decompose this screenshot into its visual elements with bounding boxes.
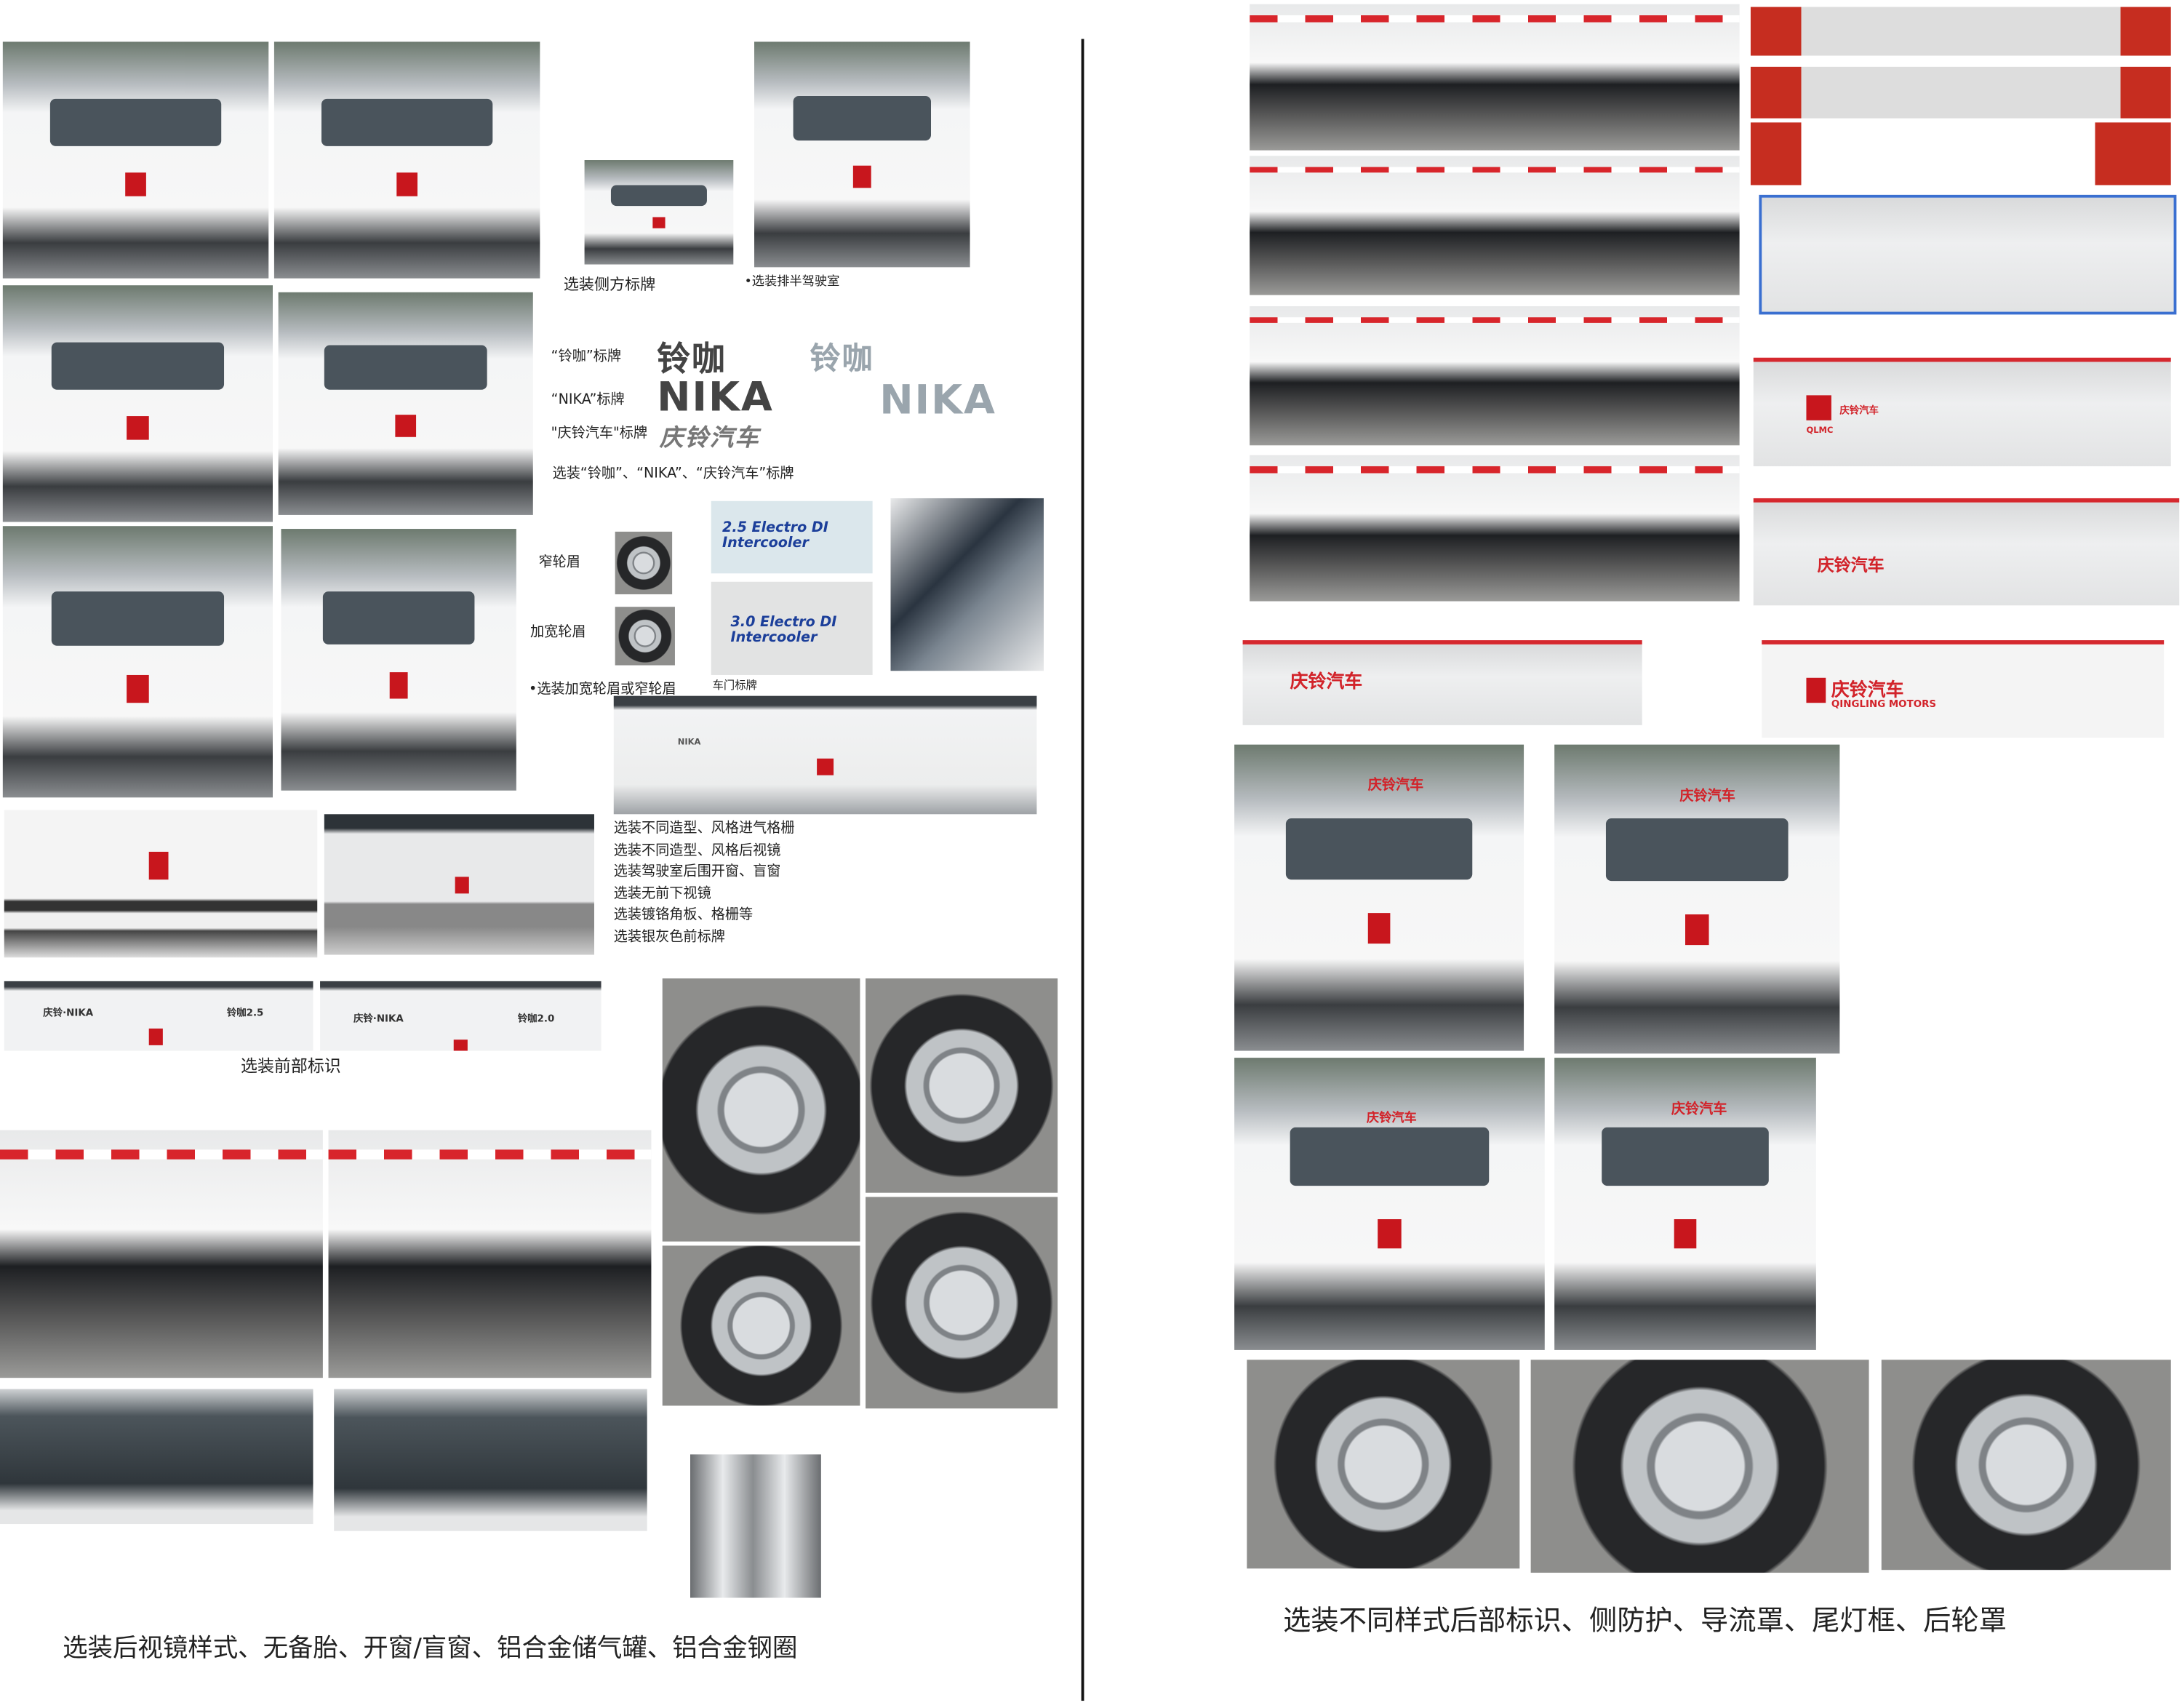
badge-text: 铃咖2.0 xyxy=(517,1013,555,1025)
rear-wheel-cover-photo xyxy=(1881,1360,2171,1571)
truck-front-photo xyxy=(2,526,273,798)
option-item: 选装无前下视镜 xyxy=(613,885,711,901)
option-item: 选装镀铬角板、格栅等 xyxy=(613,907,754,923)
lingka-badge-label: “铃咖”标牌 xyxy=(551,349,622,365)
rear-side-guard-photo xyxy=(1250,156,1740,295)
wheel-photo xyxy=(662,1245,860,1406)
nika-badge-label: “NIKA”标牌 xyxy=(551,392,625,408)
qingling-badge-label: "庆铃汽车"标牌 xyxy=(551,426,648,442)
wide-fender-label: 加宽轮眉 xyxy=(529,625,586,641)
side-guard-photo xyxy=(328,1130,652,1378)
front-emblem xyxy=(148,1028,163,1045)
badge-options-caption: 选装“铃咖”、“NIKA”、“庆铃汽车”标牌 xyxy=(552,466,794,482)
panel-brand-text: 庆铃汽车 xyxy=(1839,404,1879,417)
panel-brand-text: 庆铃汽车 xyxy=(1290,672,1363,693)
intercooler-25-badge-photo: 2.5 Electro DI Intercooler xyxy=(711,500,873,574)
wheel-photo xyxy=(866,978,1058,1193)
box-side-badge-photo: 庆铃汽车 xyxy=(1753,498,2180,606)
intercooler-30-text: 3.0 Electro DI Intercooler xyxy=(730,615,837,646)
roof-brand-text: 庆铃汽车 xyxy=(1367,778,1424,794)
truck-front-photo xyxy=(2,41,269,279)
front-closeup-photo xyxy=(4,810,318,958)
rear-wheel-cover-photo xyxy=(1530,1360,1869,1573)
rear-window-photo xyxy=(334,1389,647,1531)
truck-front-photo xyxy=(273,41,540,279)
badge-text: 庆铃·NIKA xyxy=(353,1013,404,1025)
column-divider xyxy=(1081,39,1084,1701)
box-rear-door-photo xyxy=(1759,194,2177,315)
tail-light-frame-photo xyxy=(1750,7,2171,56)
front-emblem xyxy=(817,758,834,775)
qingling-emblem xyxy=(1806,677,1826,703)
rear-window-photo xyxy=(0,1389,313,1525)
panel-brand-text: 庆铃汽车 xyxy=(1817,555,1885,575)
badge-text: 铃咖2.5 xyxy=(226,1007,264,1019)
panel-brand-text: 庆铃汽车 xyxy=(1831,680,1904,702)
half-row-cab-photo xyxy=(754,41,970,268)
front-options-list: 选装不同造型、风格进气格栅 选装不同造型、风格后视镜 选装驾驶室后围开窗、盲窗 … xyxy=(614,818,795,948)
chrome-emblem-photo xyxy=(890,498,1044,671)
front-marking-caption: 选装前部标识 xyxy=(241,1056,341,1076)
qingling-logo: 庆铃汽车 xyxy=(659,424,760,452)
cab-deflector-photo: 庆铃汽车 xyxy=(1234,744,1524,1051)
nika-logo-chrome: NIKA xyxy=(879,375,996,423)
fender-options-caption: •选装加宽轮眉或窄轮眉 xyxy=(529,682,676,698)
lingka-logo-dark: 铃咖 xyxy=(657,339,727,379)
badge-text: 庆铃·NIKA xyxy=(43,1007,94,1019)
qlmc-text: QLMC xyxy=(1806,426,1834,436)
qlmc-emblem xyxy=(1806,395,1831,420)
truck-front-photo xyxy=(281,529,516,791)
front-nika-text: NIKA xyxy=(677,738,701,748)
nika-logo-dark: NIKA xyxy=(657,372,774,420)
cab-deflector-photo: 庆铃汽车 xyxy=(1554,744,1840,1054)
left-bottom-caption: 选装后视镜样式、无备胎、开窗/盲窗、铝合金储气罐、铝合金钢圈 xyxy=(63,1634,798,1664)
rear-side-guard-photo xyxy=(1250,306,1740,446)
rear-side-guard-photo xyxy=(1250,4,1740,151)
lingka-logo-chrome: 铃咖 xyxy=(810,342,874,378)
option-item: 选装驾驶室后围开窗、盲窗 xyxy=(613,864,781,880)
door-badge-caption: 车门标牌 xyxy=(712,679,757,692)
truck-front-photo xyxy=(278,292,533,515)
air-tank-photo xyxy=(690,1454,821,1598)
box-side-badge-photo: 庆铃汽车 QLMC xyxy=(1753,357,2171,466)
front-emblem xyxy=(455,877,469,894)
cab-side-badge-photo xyxy=(584,160,734,265)
option-item: 选装不同造型、风格后视镜 xyxy=(613,842,781,858)
panel-brand-en-text: QINGLING MOTORS xyxy=(1831,698,1937,710)
box-side-badge-photo: 庆铃汽车 QINGLING MOTORS xyxy=(1762,640,2165,738)
narrow-fender-photo xyxy=(615,531,673,594)
side-guard-photo xyxy=(0,1130,323,1378)
front-badge-photo: 庆铃·NIKA 铃咖2.0 xyxy=(320,981,602,1051)
box-side-badge-photo: 庆铃汽车 xyxy=(1242,640,1642,725)
right-bottom-caption: 选装不同样式后部标识、侧防护、导流罩、尾灯框、后轮罩 xyxy=(1283,1603,2007,1637)
narrow-fender-label: 窄轮眉 xyxy=(538,555,580,571)
front-grille-photo: NIKA xyxy=(613,695,1037,815)
half-row-cab-caption: •选装排半驾驶室 xyxy=(744,275,840,290)
roof-brand-text: 庆铃汽车 xyxy=(1671,1102,1727,1118)
front-emblem xyxy=(148,851,169,880)
side-badge-caption: 选装侧方标牌 xyxy=(563,275,656,294)
roof-brand-text: 庆铃汽车 xyxy=(1366,1112,1417,1126)
tail-light-frame-photo xyxy=(1750,66,2171,119)
tail-light-frame-photo xyxy=(1750,122,2171,185)
front-closeup-photo xyxy=(324,814,594,955)
truck-front-photo xyxy=(2,285,273,522)
cab-deflector-photo: 庆铃汽车 xyxy=(1234,1058,1545,1350)
roof-brand-text: 庆铃汽车 xyxy=(1679,789,1735,805)
cab-deflector-photo: 庆铃汽车 xyxy=(1554,1058,1816,1350)
intercooler-30-badge-photo: 3.0 Electro DI Intercooler xyxy=(711,581,873,675)
intercooler-25-text: 2.5 Electro DI Intercooler xyxy=(722,520,828,551)
rear-side-guard-photo xyxy=(1250,455,1740,602)
option-item: 选装不同造型、风格进气格栅 xyxy=(613,821,795,837)
wheel-photo xyxy=(866,1197,1058,1409)
rear-wheel-cover-photo xyxy=(1247,1360,1520,1569)
front-badge-photo: 庆铃·NIKA 铃咖2.5 xyxy=(4,981,313,1051)
front-emblem xyxy=(453,1039,468,1051)
option-item: 选装银灰色前标牌 xyxy=(613,929,725,945)
wide-fender-photo xyxy=(615,607,675,666)
wheel-photo xyxy=(662,978,860,1242)
